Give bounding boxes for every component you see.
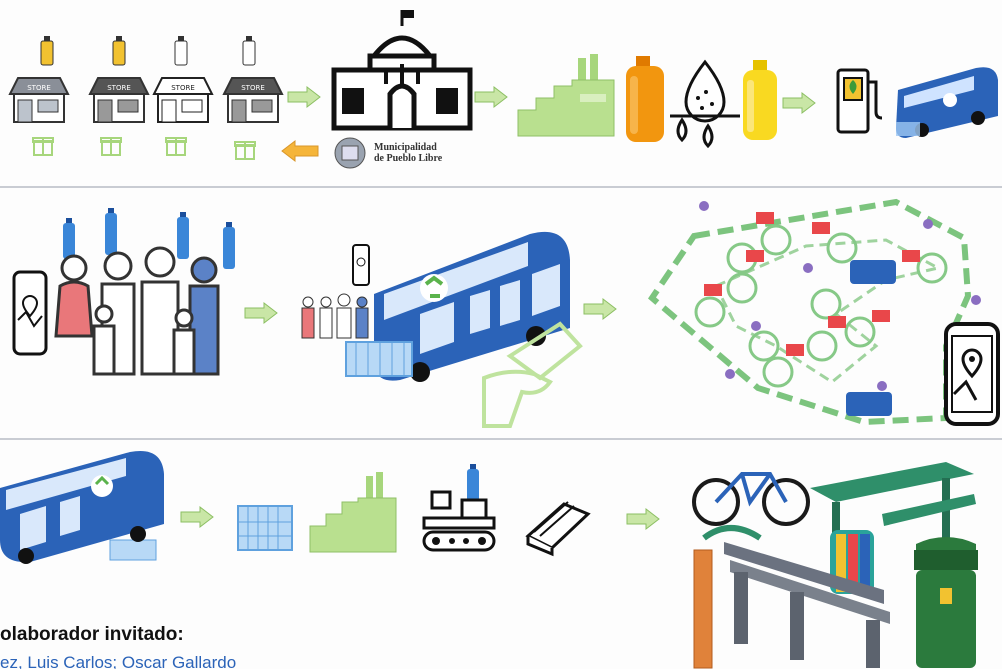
arrow-right-icon	[583, 297, 617, 321]
smartphone-map-icon	[352, 244, 370, 286]
oil-bottle-icon	[174, 36, 188, 66]
municipality-name-line1: Municipalidad	[374, 142, 437, 153]
arrow-left-icon	[281, 139, 319, 163]
arrow-right-icon	[244, 301, 278, 325]
arrow-right-icon	[474, 85, 508, 109]
factory-icon	[517, 54, 615, 137]
arrow-right-icon	[782, 91, 816, 115]
municipality-seal-icon	[334, 137, 366, 169]
arrow-right-icon	[287, 85, 321, 109]
water-drop-filter-icon	[670, 59, 740, 149]
bus-icon	[896, 67, 998, 138]
store-sign: STORE	[171, 84, 195, 92]
row-divider-top	[0, 186, 1002, 188]
oil-jug-icon	[626, 56, 664, 142]
store-icon: STORE	[8, 77, 70, 123]
bus-icon	[0, 450, 164, 564]
store-sign: STORE	[107, 84, 131, 92]
family-icon	[301, 293, 369, 339]
store-icon: STORE	[88, 77, 150, 123]
collaborator-name: ez, Luis Carlos; Oscar Gallardo	[0, 653, 237, 669]
store-sign: STORE	[27, 84, 51, 92]
smartphone-map-icon	[944, 322, 1000, 426]
collaborator-heading: olaborador invitado:	[0, 624, 184, 645]
hand-bottle-icon	[482, 321, 583, 428]
water-bottle-icon	[63, 218, 75, 259]
family-icon	[54, 246, 220, 376]
store-sign: STORE	[241, 84, 265, 92]
recycling-bus-icon	[374, 231, 570, 382]
oil-jug-icon	[743, 60, 777, 140]
water-bottle-icon	[467, 464, 479, 503]
gift-icon	[32, 137, 54, 156]
bench-icon	[724, 542, 890, 668]
municipality-name-line2: de Pueblo Libre	[374, 153, 443, 164]
oil-bottle-icon	[112, 36, 126, 66]
crate-icon	[237, 505, 293, 551]
water-bottle-icon	[223, 222, 235, 269]
municipality-building-icon	[331, 10, 473, 131]
water-bottle-icon	[105, 208, 117, 255]
water-bottle-icon	[177, 212, 189, 259]
row-divider-middle	[0, 438, 1002, 440]
machine-icon	[422, 490, 496, 552]
gift-icon	[100, 137, 122, 156]
bike-rack-icon	[692, 472, 810, 669]
municipality-name: Municipalidad de Pueblo Libre	[374, 142, 442, 164]
route-map-icon	[648, 198, 981, 426]
gift-icon	[234, 141, 256, 160]
smartphone-map-icon	[12, 270, 48, 356]
store-icon: STORE	[222, 77, 284, 123]
fuel-pump-icon	[836, 68, 883, 134]
crate-icon	[345, 341, 413, 377]
oil-bottle-icon	[40, 36, 54, 66]
oil-bottle-icon	[242, 36, 256, 66]
factory-icon	[309, 472, 397, 553]
store-icon: STORE	[152, 77, 214, 123]
trash-bin-icon	[914, 537, 978, 668]
plastic-lumber-icon	[525, 501, 591, 557]
arrow-right-icon	[626, 507, 660, 531]
arrow-right-icon	[180, 505, 214, 529]
gift-icon	[165, 137, 187, 156]
